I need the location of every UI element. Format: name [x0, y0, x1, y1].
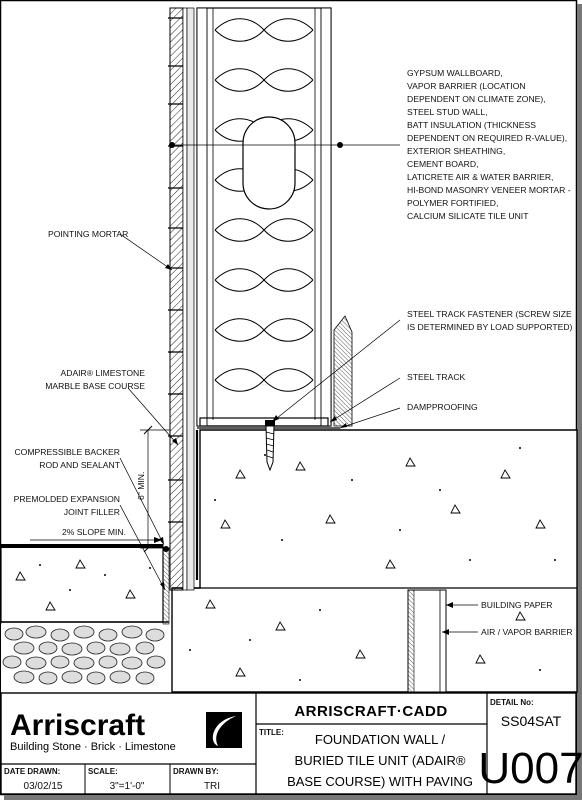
dimension-6in: 6" MIN. [136, 425, 170, 553]
callout-building-paper: BUILDING PAPER [481, 600, 552, 610]
callout-steel-track: STEEL TRACK [407, 372, 466, 382]
callout-backer-rod-1: COMPRESSIBLE BACKER [14, 447, 120, 457]
callout-dampproofing: DAMPPROOFING [407, 402, 478, 412]
title-block: Arriscraft Building Stone · Brick · Lime… [0, 692, 582, 795]
callout-line: DEPENDENT ON CLIMATE ZONE), [407, 94, 546, 104]
stud-knockout [242, 116, 296, 210]
callout-pointing-mortar: POINTING MORTAR [48, 229, 128, 239]
callout-expansion-joint-2: JOINT FILLER [64, 507, 120, 517]
detail-code: SS04SAT [501, 713, 562, 729]
drawn-value: TRI [204, 781, 220, 792]
callout-line: DEPENDENT ON REQUIRED R-VALUE), [407, 133, 567, 143]
title-line-1: FOUNDATION WALL / [315, 732, 446, 747]
gravel-bed [1, 624, 169, 692]
scale-label: SCALE: [88, 767, 118, 776]
leader-lines [119, 144, 478, 633]
concrete-foundation [171, 429, 578, 693]
callout-limestone-base-1: ADAIR® LIMESTONE [61, 368, 146, 378]
interior-finish [333, 315, 353, 427]
brand-mark-icon [206, 712, 242, 748]
sheet-shadow-bottom [4, 795, 582, 800]
callout-line: CEMENT BOARD, [407, 159, 478, 169]
callout-line: CALCIUM SILICATE TILE UNIT [407, 211, 529, 221]
callout-air-vapor-barrier: AIR / VAPOR BARRIER [481, 627, 573, 637]
title-line-3: BASE COURSE) WITH PAVING [287, 774, 473, 789]
detail-label: DETAIL No: [490, 698, 534, 707]
scale-value: 3"=1'-0" [110, 781, 145, 792]
callout-line: EXTERIOR SHEATHING, [407, 146, 505, 156]
callout-line: VAPOR BARRIER (LOCATION [407, 81, 526, 91]
detail-number: U007 [478, 744, 582, 793]
track-fastener-screw [265, 420, 275, 472]
cadd-header: ARRISCRAFT·CADD [294, 703, 447, 720]
leader-arrowheads [159, 264, 453, 635]
callout-line: GYPSUM WALLBOARD, [407, 68, 503, 78]
stud-wall [196, 7, 332, 427]
dimension-label: 6" MIN. [136, 472, 146, 500]
brand-logo-text: Arriscraft [10, 709, 145, 742]
backer-rod [163, 546, 169, 552]
callout-line: STEEL STUD WALL, [407, 107, 488, 117]
title-label: TITLE: [259, 728, 284, 737]
callout-track-fastener-2: IS DETERMINED BY LOAD SUPPORTED) [407, 322, 573, 332]
title-line-2: BURIED TILE UNIT (ADAIR® [295, 753, 466, 768]
callout-slope: 2% SLOPE MIN. [62, 527, 126, 537]
steel-track [199, 417, 329, 427]
callout-limestone-base-2: MARBLE BASE COURSE [45, 381, 145, 391]
sheet-shadow-right [577, 4, 582, 800]
callout-wall-assembly: GYPSUM WALLBOARD, VAPOR BARRIER (LOCATIO… [407, 68, 571, 221]
date-label: DATE DRAWN: [4, 767, 60, 776]
callout-line: HI-BOND MASONRY VENEER MORTAR - [407, 185, 571, 195]
lower-wall-insulation [407, 589, 447, 693]
section-drawing: 6" MIN. [0, 7, 578, 693]
paving-slab [0, 544, 169, 623]
drawn-label: DRAWN BY: [173, 767, 219, 776]
callout-expansion-joint-1: PREMOLDED EXPANSION [14, 494, 120, 504]
brand-tagline: Building Stone · Brick · Limestone [10, 741, 176, 753]
tile-veneer [168, 7, 195, 591]
callout-line: POLYMER FORTIFIED, [407, 198, 498, 208]
callout-backer-rod-2: ROD AND SEALANT [39, 460, 120, 470]
callout-line: LATICRETE AIR & WATER BARRIER, [407, 172, 553, 182]
date-value: 03/02/15 [24, 781, 63, 792]
callout-track-fastener-1: STEEL TRACK FASTENER (SCREW SIZE [407, 309, 572, 319]
callout-line: BATT INSULATION (THICKNESS [407, 120, 536, 130]
